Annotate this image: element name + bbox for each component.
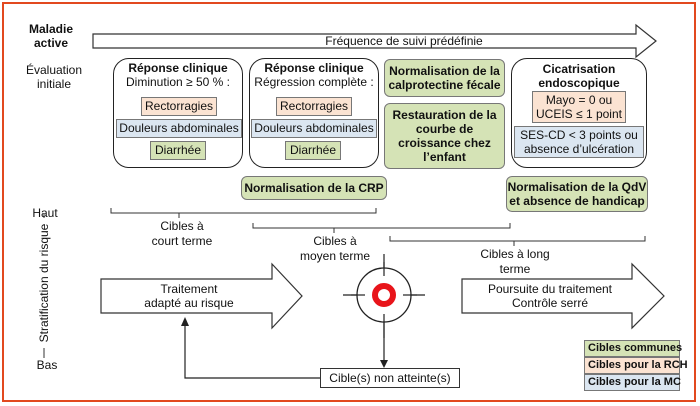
reponse-clinique-2-title: Réponse clinique <box>264 61 364 75</box>
non-atteinte-box: Cible(s) non atteinte(s) <box>320 368 460 388</box>
traitement-arrow <box>100 262 303 330</box>
rectorragies-pill-2: Rectorragies <box>276 97 352 116</box>
crp-box: Normalisation de la CRP <box>241 176 387 200</box>
cibles-court-label: Cibles à court terme <box>151 219 213 248</box>
brace-long <box>389 236 646 246</box>
feedback-loop-head <box>181 317 189 326</box>
reponse-clinique-1-subtitle: Diminution ≥ 50 % : <box>126 75 230 89</box>
poursuite-arrow <box>461 262 665 330</box>
reponse-clinique-2-subtitle: Régression complète : <box>254 75 374 89</box>
qdv-box: Normalisation de la QdV et absence de ha… <box>506 176 648 212</box>
restauration-box: Restauration de la courbe de croissance … <box>384 103 505 169</box>
reponse-clinique-1-title: Réponse clinique <box>128 61 228 75</box>
arrow-down-head <box>380 360 388 368</box>
mayo-pill: Mayo = 0 ou UCEIS ≤ 1 point <box>532 91 626 123</box>
diarrhee-pill-1: Diarrhée <box>150 141 206 160</box>
brace-moyen <box>252 223 511 233</box>
target-red-ring <box>372 283 396 307</box>
frequence-label: Fréquence de suivi prédéfinie <box>325 34 483 48</box>
calprotectine-box: Normalisation de la calprotectine fécale <box>384 59 505 97</box>
diarrhee-pill-2: Diarrhée <box>285 141 341 160</box>
legend-rch: Cibles pour la RCH <box>584 357 688 374</box>
axis-bas-label: Bas <box>36 358 58 372</box>
rectorragies-pill-1: Rectorragies <box>141 97 217 116</box>
sescd-pill: SES-CD < 3 points ou absence d’ulcératio… <box>514 126 644 158</box>
diagram-graphics <box>43 23 665 379</box>
axis-stratification-label: Stratification du risque <box>37 218 51 348</box>
cibles-moyen-label: Cibles à moyen terme <box>299 234 371 263</box>
feedback-loop <box>184 324 320 379</box>
douleurs-pill-1: Douleurs abdominales <box>116 119 242 138</box>
frequence-arrow <box>92 23 657 59</box>
axis-haut-label: Haut <box>32 206 58 220</box>
cibles-long-label: Cibles à long terme <box>480 247 550 276</box>
legend-communes: Cibles communes <box>584 340 682 357</box>
brace-court <box>110 208 377 218</box>
legend-mc: Cibles pour la MC <box>584 374 681 391</box>
douleurs-pill-2: Douleurs abdominales <box>251 119 377 138</box>
